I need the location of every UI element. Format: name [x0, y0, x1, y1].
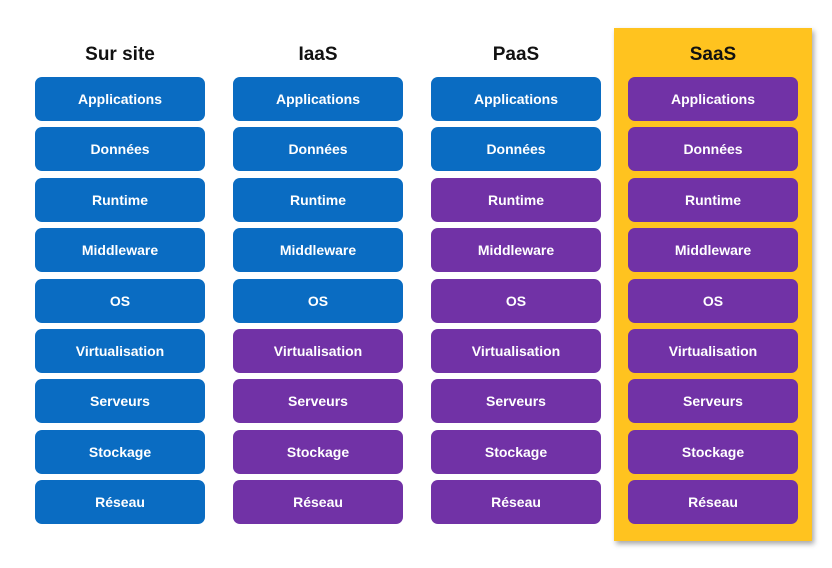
- layer-box: Serveurs: [431, 379, 601, 424]
- layer-label: Runtime: [92, 191, 148, 208]
- layer-label: Stockage: [88, 443, 152, 460]
- layer-label: Données: [683, 141, 743, 158]
- layer-label: Applications: [473, 91, 558, 107]
- layer-box: Stockage: [233, 429, 403, 474]
- layer-box: Réseau: [233, 480, 403, 525]
- layer-label: Middleware: [674, 242, 752, 259]
- column-title: PaaS: [492, 44, 540, 65]
- layer-box: Middleware: [233, 228, 403, 273]
- layer-label: Stockage: [286, 443, 350, 460]
- layer-box: Stockage: [431, 429, 601, 474]
- layer-label: Réseau: [491, 494, 541, 511]
- layer-box: OS: [628, 278, 798, 323]
- layer-box: Données: [35, 127, 205, 172]
- layer-label: Virtualisation: [75, 342, 165, 359]
- layer-box: Virtualisation: [35, 328, 205, 373]
- layer-box: OS: [233, 278, 403, 323]
- layer-label: OS: [702, 292, 724, 309]
- layer-box: Données: [233, 127, 403, 172]
- layer-label: OS: [307, 292, 329, 309]
- layer-box: Virtualisation: [431, 328, 601, 373]
- layer-box: Runtime: [35, 177, 205, 222]
- layer-label: Données: [288, 141, 348, 158]
- layer-box: Middleware: [35, 228, 205, 273]
- layer-label: Middleware: [81, 242, 159, 259]
- column-title: IaaS: [298, 44, 338, 65]
- layer-label: OS: [505, 292, 527, 309]
- layer-box: Runtime: [233, 177, 403, 222]
- layer-box: Données: [628, 127, 798, 172]
- layer-label: Middleware: [279, 242, 357, 259]
- layer-label: OS: [109, 292, 131, 309]
- layer-box: Serveurs: [35, 379, 205, 424]
- layer-label: Stockage: [484, 443, 548, 460]
- layer-box: Runtime: [431, 177, 601, 222]
- layer-box: Applications: [431, 77, 601, 121]
- layer-label: Virtualisation: [273, 342, 363, 359]
- layer-box: OS: [35, 278, 205, 323]
- layer-label: Runtime: [290, 191, 346, 208]
- layer-label: Réseau: [95, 494, 145, 511]
- layer-box: Stockage: [628, 429, 798, 474]
- column-title: Sur site: [85, 44, 155, 65]
- layer-label: Virtualisation: [471, 342, 561, 359]
- layer-label: Réseau: [688, 494, 738, 511]
- layer-label: Réseau: [293, 494, 343, 511]
- layer-box: Stockage: [35, 429, 205, 474]
- layer-label: Applications: [275, 91, 360, 107]
- layer-label: Runtime: [488, 191, 544, 208]
- layer-box: Réseau: [35, 480, 205, 525]
- layer-label: Serveurs: [90, 393, 150, 410]
- layer-box: Applications: [628, 77, 798, 121]
- layer-label: Stockage: [681, 443, 745, 460]
- layer-box: Applications: [35, 77, 205, 121]
- layer-label: Applications: [77, 91, 162, 107]
- layer-box: Runtime: [628, 177, 798, 222]
- layer-box: Applications: [233, 77, 403, 121]
- layer-label: Données: [486, 141, 546, 158]
- layer-box: Serveurs: [628, 379, 798, 424]
- layer-box: Réseau: [431, 480, 601, 525]
- layer-box: Middleware: [431, 228, 601, 273]
- column-title: SaaS: [689, 44, 737, 65]
- layer-label: Données: [90, 141, 150, 158]
- layer-box: Réseau: [628, 480, 798, 525]
- layer-box: OS: [431, 278, 601, 323]
- layer-label: Middleware: [477, 242, 555, 259]
- layer-box: Virtualisation: [628, 328, 798, 373]
- layer-box: Virtualisation: [233, 328, 403, 373]
- layer-label: Runtime: [685, 191, 741, 208]
- layer-label: Applications: [670, 91, 755, 107]
- layer-box: Middleware: [628, 228, 798, 273]
- layer-label: Serveurs: [486, 393, 546, 410]
- layer-box: Serveurs: [233, 379, 403, 424]
- layer-box: Données: [431, 127, 601, 172]
- layer-label: Serveurs: [288, 393, 348, 410]
- layer-label: Virtualisation: [668, 342, 758, 359]
- layer-label: Serveurs: [683, 393, 743, 410]
